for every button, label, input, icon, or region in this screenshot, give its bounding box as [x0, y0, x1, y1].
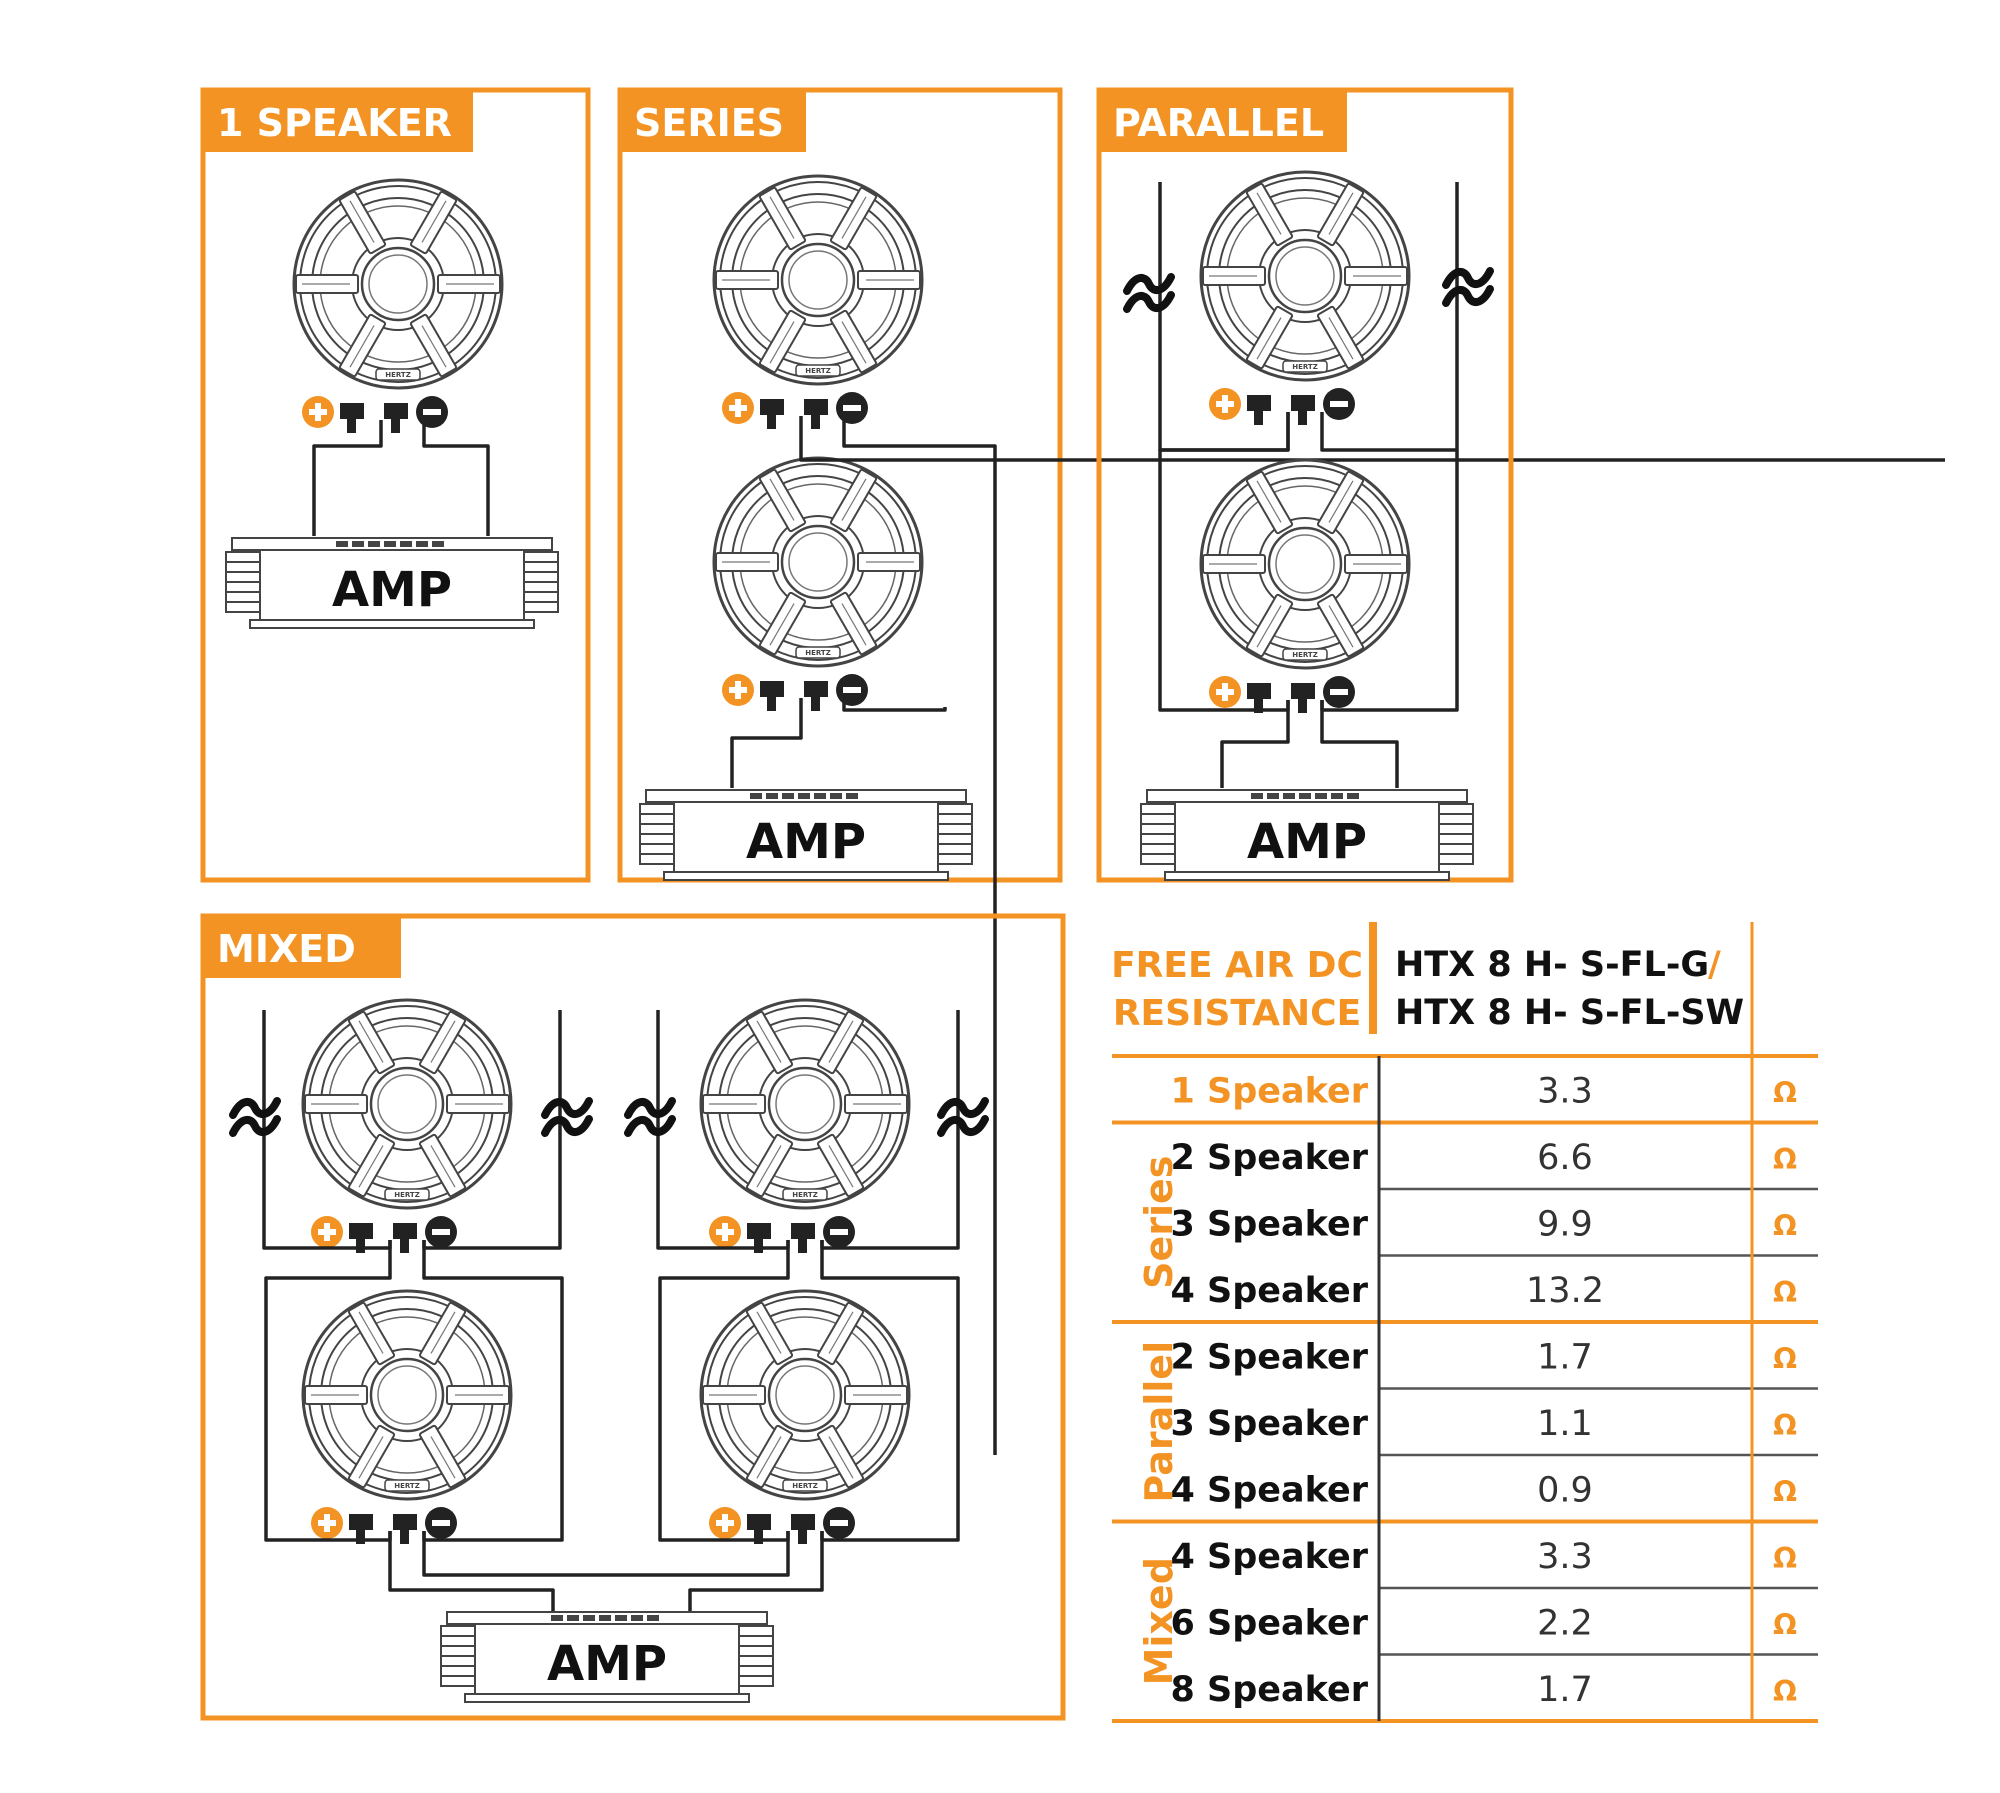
table-row-label: 2 Speaker: [1171, 1337, 1369, 1377]
speaker-icon: HERTZ: [712, 174, 924, 431]
wire-break-icon: [937, 1097, 989, 1137]
table-row-label: 6 Speaker: [1171, 1603, 1369, 1643]
table-row-unit: Ω: [1773, 1209, 1797, 1242]
wire-break-icon: [541, 1097, 593, 1137]
panel-one-speaker-title: 1 SPEAKER: [217, 101, 452, 145]
table-row-unit: Ω: [1773, 1342, 1797, 1375]
panel-series-title-tab: [620, 90, 806, 152]
table-row-value: 0.9: [1537, 1470, 1593, 1510]
wire: [1320, 182, 1459, 452]
speaker-icon: HERTZ: [699, 1289, 911, 1546]
table-row-value: 2.2: [1537, 1603, 1593, 1643]
speaker-brand: HERTZ: [792, 1191, 818, 1199]
speaker-icon: HERTZ: [712, 456, 924, 713]
amp-label: AMP: [332, 562, 452, 618]
panel-mixed-title-tab: [203, 916, 401, 978]
table-row-label: 8 Speaker: [1171, 1670, 1369, 1710]
panel-one-speaker-title-tab: [203, 90, 473, 152]
table-row-value: 6.6: [1537, 1138, 1593, 1178]
table-row-unit: Ω: [1773, 1143, 1797, 1176]
amp-label: AMP: [547, 1636, 667, 1692]
panel-series-title: SERIES: [634, 101, 784, 145]
wire: [388, 1531, 555, 1612]
table-row-unit: Ω: [1773, 1276, 1797, 1309]
table-row-unit: Ω: [1773, 1542, 1797, 1575]
table-row-unit: Ω: [1773, 1409, 1797, 1442]
speaker-brand: HERTZ: [792, 1482, 818, 1490]
wire: [842, 416, 997, 1455]
table-header-model-1: HTX 8 H- S-FL-G: [1395, 945, 1709, 985]
speaker-brand: HERTZ: [1292, 363, 1318, 371]
wire: [688, 1531, 824, 1612]
speaker-icon: HERTZ: [1199, 458, 1411, 715]
speaker-icon: HERTZ: [301, 1289, 513, 1546]
table-group-label: Series: [1137, 1156, 1181, 1289]
wire-break-icon: [1442, 267, 1494, 307]
speaker-icon: HERTZ: [301, 998, 513, 1255]
wire-break-icon: [1123, 273, 1175, 313]
wire: [842, 698, 947, 712]
table-header-divider: [1369, 922, 1377, 1034]
wire: [312, 420, 383, 536]
wire: [422, 1531, 790, 1577]
amplifier-icon: AMP: [1141, 790, 1473, 880]
panel-parallel-title-tab: [1099, 90, 1347, 152]
speaker-brand: HERTZ: [394, 1482, 420, 1490]
table-row-label: 3 Speaker: [1171, 1404, 1369, 1444]
table-group-label: Mixed: [1137, 1557, 1181, 1685]
amp-label: AMP: [1247, 814, 1367, 870]
amplifier-icon: AMP: [226, 538, 558, 628]
speaker-brand: HERTZ: [385, 371, 411, 379]
table-header-slash: /: [1708, 945, 1721, 985]
wire: [1320, 700, 1399, 788]
table-row-unit: Ω: [1773, 1608, 1797, 1641]
speaker-brand: HERTZ: [394, 1191, 420, 1199]
wire: [422, 420, 490, 536]
table-row-value: 13.2: [1526, 1271, 1604, 1311]
table-row-unit: Ω: [1773, 1675, 1797, 1708]
table-header-model-2: HTX 8 H- S-FL-SW: [1395, 993, 1744, 1033]
amplifier-icon: AMP: [441, 1612, 773, 1702]
table-row-value: 3.3: [1537, 1537, 1593, 1577]
speaker-icon: HERTZ: [1199, 170, 1411, 427]
speaker-brand: HERTZ: [1292, 651, 1318, 659]
speaker-icon: HERTZ: [699, 998, 911, 1255]
table-row-label: 4 Speaker: [1171, 1470, 1369, 1510]
table-row-value: 3.3: [1537, 1071, 1593, 1111]
wire-break-icon: [229, 1097, 281, 1137]
table-row-value: 9.9: [1537, 1204, 1593, 1244]
table-row-label: 2 Speaker: [1171, 1138, 1369, 1178]
wire: [799, 416, 1945, 462]
amplifier-icon: AMP: [640, 790, 972, 880]
speaker-brand: HERTZ: [805, 367, 831, 375]
table-row-label: 4 Speaker: [1171, 1271, 1369, 1311]
table-row-unit: Ω: [1773, 1076, 1797, 1109]
table-row-value: 1.1: [1537, 1404, 1593, 1444]
amp-label: AMP: [746, 814, 866, 870]
table-row-label: 4 Speaker: [1171, 1537, 1369, 1577]
table-row-label: 3 Speaker: [1171, 1204, 1369, 1244]
table-row-unit: Ω: [1773, 1475, 1797, 1508]
table-group-label: Parallel: [1137, 1341, 1181, 1503]
table-row-value: 1.7: [1537, 1337, 1593, 1377]
table-header-left-line1: FREE AIR DC: [1111, 945, 1363, 986]
wire: [1220, 700, 1290, 788]
table-row-label: 1 Speaker: [1171, 1071, 1369, 1111]
panel-mixed-title: MIXED: [217, 927, 356, 971]
wire: [730, 698, 803, 788]
table-row-value: 1.7: [1537, 1670, 1593, 1710]
speaker-icon: HERTZ: [292, 178, 504, 435]
wire-break-icon: [624, 1097, 676, 1137]
panel-mixed-frame: [200, 913, 1066, 1721]
table-header-left-line2: RESISTANCE: [1113, 993, 1361, 1034]
speaker-brand: HERTZ: [805, 649, 831, 657]
panel-parallel-title: PARALLEL: [1113, 101, 1324, 145]
